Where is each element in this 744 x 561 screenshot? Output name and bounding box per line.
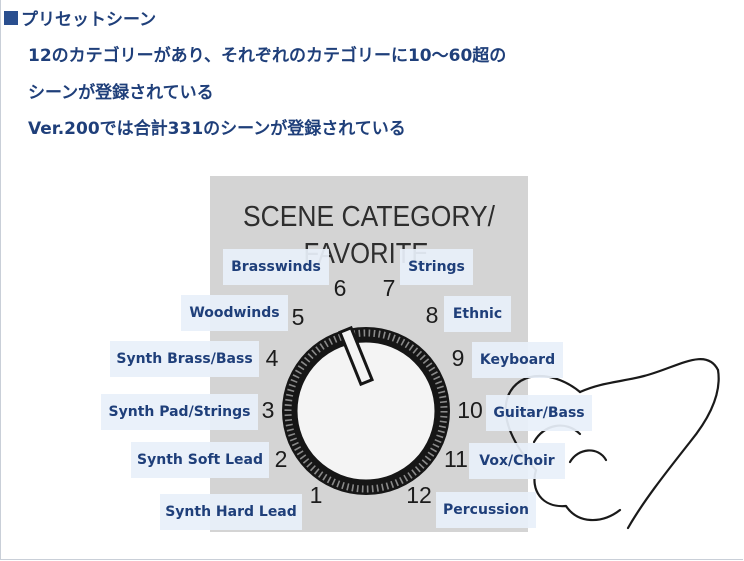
selector-knob[interactable] [282,325,450,495]
category-label-strings: Strings [400,249,473,285]
category-label-ethnic: Ethnic [444,296,511,332]
dial-number-12: 12 [406,482,432,508]
knob-face [294,339,438,483]
heading-text: プリセットシーン [21,10,157,30]
panel-title-line-1: SCENE CATEGORY/ [243,201,496,233]
category-label-keyboard: Keyboard [472,342,563,378]
dial-number-9: 9 [452,345,465,371]
square-bullet-icon [4,10,18,25]
knob-pointer [337,325,375,387]
section-heading: プリセットシーン [4,5,156,30]
dial-number-3: 3 [262,397,275,423]
description-line-2: シーンが登録されている [28,83,214,103]
category-label-percussion: Percussion [436,492,536,528]
description-line-1: 12のカテゴリーがあり、それぞれのカテゴリーに10〜60超の [28,46,507,66]
dial-number-2: 2 [275,446,288,472]
dial-number-10: 10 [457,397,483,423]
dial-number-7: 7 [383,275,396,301]
knob-grip-ridges [284,329,448,493]
category-label-brasswinds: Brasswinds [223,249,329,285]
dial-number-1: 1 [310,482,323,508]
category-label-vox-choir: Vox/Choir [469,443,565,479]
dial-number-5: 5 [292,304,305,330]
category-label-synth-pad-strings: Synth Pad/Strings [101,394,258,430]
description-line-3: Ver.200では合計331のシーンが登録されている [28,119,406,139]
dial-number-11: 11 [444,446,468,472]
category-label-synth-brass-bass: Synth Brass/Bass [110,341,259,377]
category-label-guitar-bass: Guitar/Bass [486,395,592,431]
dial-number-8: 8 [426,302,439,328]
category-label-synth-soft-lead: Synth Soft Lead [131,442,269,478]
dial-number-6: 6 [334,275,347,301]
category-label-synth-hard-lead: Synth Hard Lead [160,494,302,530]
category-label-woodwinds: Woodwinds [181,295,288,331]
dial-number-4: 4 [266,345,279,371]
